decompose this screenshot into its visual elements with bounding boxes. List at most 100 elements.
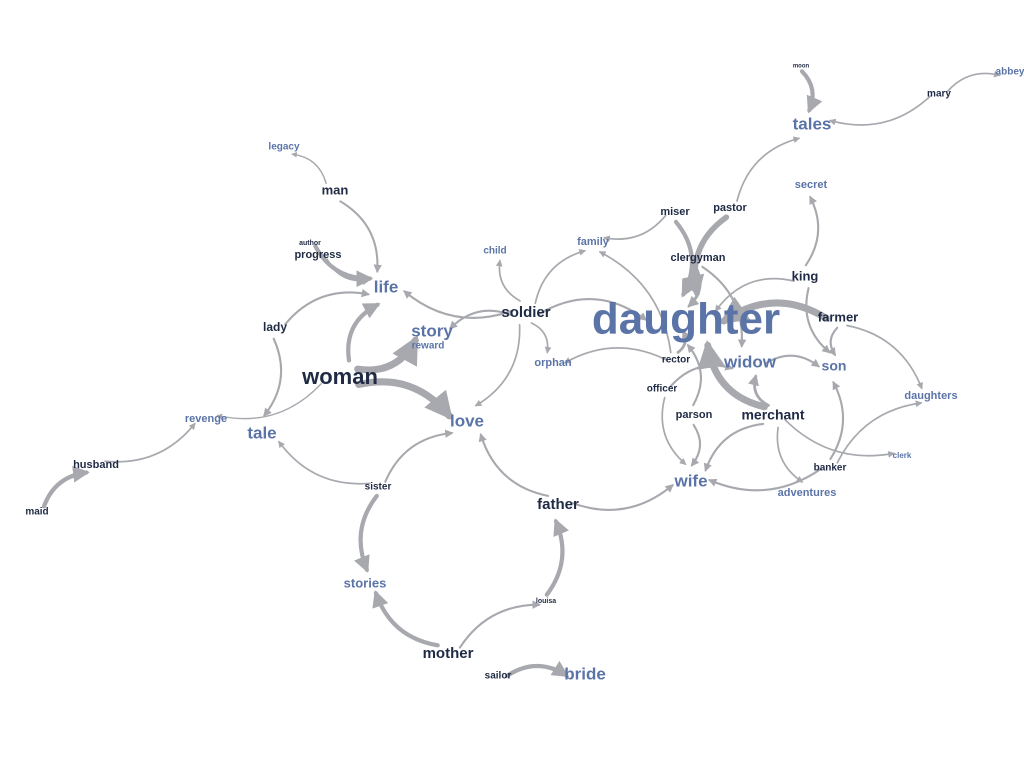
edge-clergyman-to-widow [701, 265, 747, 348]
node-legacy[interactable]: legacy [268, 142, 300, 153]
node-story[interactable]: story [411, 321, 453, 340]
node-pastor[interactable]: pastor [713, 202, 747, 214]
node-father[interactable]: father [537, 496, 579, 513]
edge-miser-to-family [603, 214, 667, 243]
node-banker[interactable]: banker [814, 463, 847, 474]
node-love[interactable]: love [450, 411, 484, 430]
edge-mother-to-louisa [458, 600, 541, 649]
edge-king-to-daughter [714, 277, 795, 312]
edge-maid-to-husband [41, 465, 90, 509]
edge-sister-to-tale [278, 440, 371, 485]
edge-merchant-to-wife [703, 422, 765, 472]
edge-officer-to-widow [669, 362, 734, 388]
node-merchant[interactable]: merchant [741, 407, 804, 423]
edge-sister-to-stories [354, 493, 379, 573]
edge-merchant-to-adventures [776, 426, 804, 483]
node-clergyman[interactable]: clergyman [670, 252, 725, 264]
node-daughter[interactable]: daughter [592, 295, 780, 344]
edge-louisa-to-father [544, 518, 569, 597]
edge-man-to-legacy [291, 151, 327, 185]
node-parson[interactable]: parson [676, 409, 713, 421]
node-mary[interactable]: mary [927, 89, 951, 100]
edge-parson-to-daughter [686, 343, 703, 407]
node-daughters[interactable]: daughters [904, 390, 957, 402]
edge-soldier-to-love [474, 324, 521, 407]
node-family[interactable]: family [577, 236, 610, 248]
edge-mother-to-stories [372, 590, 440, 648]
edge-pastor-to-daughter [682, 214, 730, 298]
edge-sister-to-love [384, 429, 454, 483]
node-son[interactable]: son [822, 358, 847, 374]
edge-mary-to-tales [828, 95, 932, 126]
edge-father-to-wife [570, 484, 674, 511]
edge-soldier-to-child [495, 259, 521, 302]
edge-banker-to-wife [708, 467, 823, 492]
node-stories[interactable]: stories [344, 575, 387, 590]
edge-pastor-to-tales [736, 136, 801, 202]
edge-king-to-son [805, 287, 831, 354]
node-soldier[interactable]: soldier [501, 304, 550, 321]
node-rector[interactable]: rector [662, 355, 690, 366]
edge-farmer-to-son [827, 326, 839, 357]
edge-soldier-to-orphan [530, 322, 552, 354]
node-wife[interactable]: wife [673, 471, 707, 490]
edge-soldier-to-life [403, 290, 514, 319]
edge-king-to-secret [804, 195, 820, 267]
edge-soldier-to-story [449, 309, 514, 330]
edge-rector-to-daughter [676, 329, 693, 354]
node-progress[interactable]: progress [294, 249, 341, 261]
edge-soldier-to-daughter [538, 298, 648, 321]
node-widow[interactable]: widow [723, 352, 777, 371]
edge-banker-to-son [829, 380, 845, 461]
node-tale[interactable]: tale [247, 423, 276, 442]
edge-merchant-to-daughter [697, 339, 768, 411]
edge-soldier-to-family [534, 249, 587, 305]
node-man[interactable]: man [322, 182, 349, 197]
edges-layer [41, 69, 1001, 678]
edge-parson-to-wife [690, 423, 702, 467]
node-louisa[interactable]: louisa [536, 598, 556, 605]
node-maid[interactable]: maid [25, 507, 48, 518]
edge-officer-to-wife [661, 396, 687, 465]
edge-woman-to-life [346, 302, 381, 363]
node-mother[interactable]: mother [423, 645, 474, 662]
node-sister[interactable]: sister [365, 482, 392, 493]
node-clerk[interactable]: clerk [893, 451, 912, 460]
edge-woman-to-love [355, 378, 453, 421]
node-farmer[interactable]: farmer [818, 309, 858, 324]
edge-lady-to-life [284, 288, 371, 326]
node-king[interactable]: king [792, 268, 819, 283]
edge-widow-to-son [764, 354, 820, 368]
node-sailor[interactable]: sailor [485, 671, 512, 682]
node-abbey[interactable]: abbey [996, 67, 1024, 78]
node-life[interactable]: life [374, 277, 399, 296]
node-officer[interactable]: officer [647, 384, 678, 395]
node-husband[interactable]: husband [73, 459, 119, 471]
edge-woman-to-revenge [216, 383, 322, 420]
edge-man-to-life [339, 200, 382, 274]
node-adventures[interactable]: adventures [778, 487, 837, 499]
edge-banker-to-daughters [836, 400, 923, 464]
edge-rector-to-orphan [563, 347, 668, 364]
node-secret[interactable]: secret [795, 179, 828, 191]
node-woman[interactable]: woman [301, 364, 378, 389]
node-tales[interactable]: tales [793, 114, 832, 133]
node-author[interactable]: author [299, 240, 321, 247]
edge-farmer-to-daughter [719, 296, 830, 325]
node-orphan[interactable]: orphan [534, 357, 572, 369]
edge-sailor-to-bride [504, 660, 570, 678]
node-reward[interactable]: reward [412, 341, 445, 352]
edge-father-to-love [478, 432, 550, 497]
node-revenge[interactable]: revenge [185, 413, 227, 425]
edge-rector-to-family [598, 251, 672, 354]
edge-mary-to-abbey [946, 70, 1001, 93]
edge-woman-to-story [354, 335, 419, 374]
node-miser[interactable]: miser [660, 206, 690, 218]
node-moon[interactable]: moon [793, 64, 810, 70]
edge-merchant-to-widow [748, 374, 770, 407]
node-lady[interactable]: lady [263, 320, 287, 334]
node-bride[interactable]: bride [564, 664, 606, 683]
node-child[interactable]: child [483, 246, 506, 257]
